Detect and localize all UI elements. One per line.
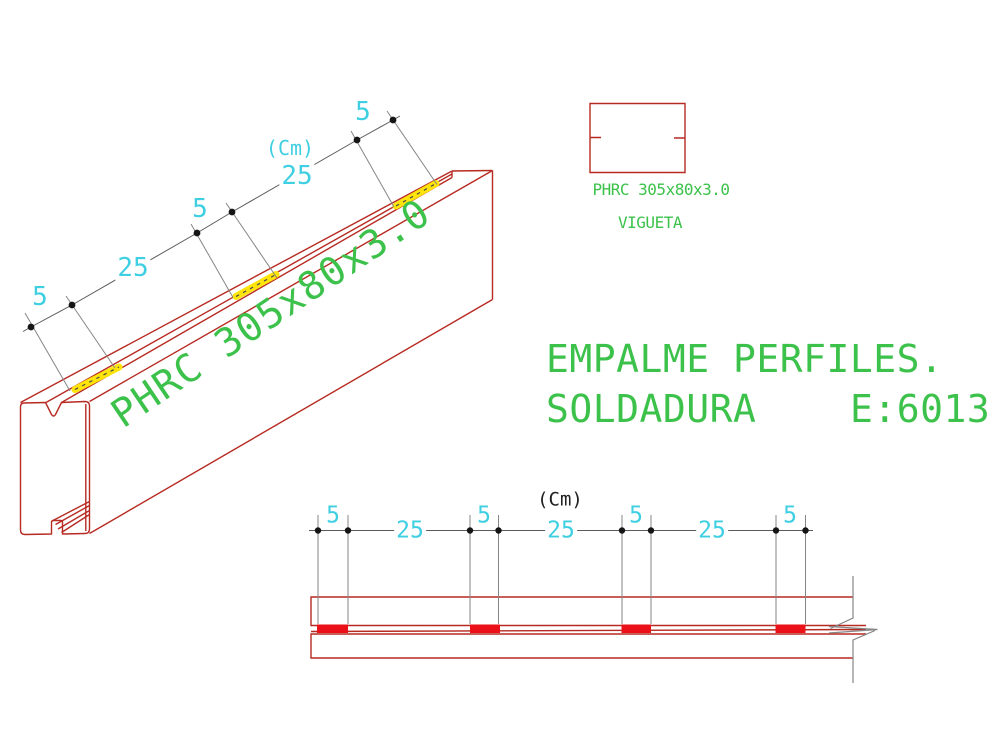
title-line-2-word: SOLDADURA [546, 387, 757, 431]
iso-front-bottom-edge [89, 298, 493, 535]
elev-dim-label-4: 25 [545, 517, 577, 544]
elev-seam-line [310, 628, 867, 633]
section-detail-profile-label: PHRC 305x80x3.0 [592, 180, 731, 199]
iso-weld-seam-dash-1 [74, 366, 120, 391]
title-line-1: EMPALME PERFILES. [546, 337, 944, 381]
iso-dim-label-3: 5 [192, 194, 208, 224]
elev-dim-label-5: 5 [629, 502, 643, 529]
elev-dim-label-6: 25 [696, 517, 728, 544]
iso-dimensions [22, 110, 438, 392]
elev-lower-profile [310, 633, 866, 659]
elev-upper-profile [310, 596, 866, 627]
elevation-profiles [310, 596, 867, 659]
elev-weld-bar-4 [775, 624, 806, 633]
iso-dim-label-4: 25 [279, 161, 315, 191]
iso-back-top-edge [20, 170, 453, 404]
iso-extension-line-3 [190, 223, 234, 298]
iso-dim-label-2: 25 [115, 253, 151, 283]
iso-extension-line-4 [225, 202, 278, 279]
iso-bottom-seam-stubs [51, 500, 90, 534]
section-detail-seam-ticks [590, 136, 685, 139]
section-detail-rect [589, 102, 686, 174]
elev-dim-label-2: 25 [394, 517, 426, 544]
iso-extension-line-5 [350, 130, 395, 208]
elev-dimension-dots [314, 527, 809, 534]
iso-seam-line-b [61, 176, 453, 404]
iso-cross-section [19, 400, 91, 536]
iso-dim-label-1: 5 [32, 282, 48, 312]
elev-dim-label-7: 5 [783, 502, 797, 529]
section-detail-name-label: VIGUETA [618, 213, 682, 232]
iso-dim-label-5: 5 [355, 97, 371, 127]
elevation-dimensions [309, 515, 813, 624]
iso-weld-mark-2 [232, 271, 280, 300]
title-line-2-spec: E:6013 [850, 387, 991, 431]
section-detail-shape [589, 102, 686, 174]
elev-dim-label-3: 5 [477, 502, 491, 529]
elev-weld-bar-1 [317, 624, 348, 633]
elevation-break-symbol [828, 576, 878, 683]
elev-weld-bar-2 [470, 624, 500, 633]
elev-weld-bar-3 [621, 624, 651, 633]
iso-extension-line-2 [65, 295, 116, 369]
elev-dim-label-1: 5 [326, 502, 340, 529]
iso-weld-mark-3 [392, 180, 440, 210]
iso-dimension-line [22, 115, 401, 332]
iso-front-top-edge [89, 169, 493, 403]
iso-weld-marks [71, 180, 440, 393]
elevation-weld-bars [317, 624, 806, 633]
iso-unit-label: (Cm) [265, 136, 315, 160]
elev-unit-label: (Cm) [537, 488, 583, 511]
iso-dimension-dots [27, 116, 397, 331]
